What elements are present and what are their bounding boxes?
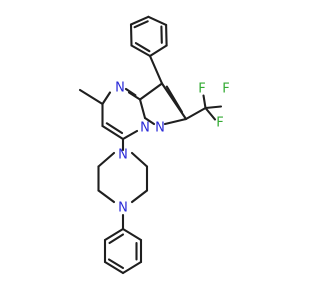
bond bbox=[105, 122, 124, 135]
atom-label-n-piperazine-top: N bbox=[118, 148, 128, 163]
bond bbox=[202, 94, 207, 110]
bond bbox=[147, 15, 168, 26]
bond bbox=[97, 151, 116, 168]
piperazine-ring bbox=[97, 151, 149, 204]
bond bbox=[204, 106, 217, 121]
bond bbox=[130, 44, 152, 58]
atom-label-n-bridgehead: N bbox=[140, 121, 150, 136]
bond bbox=[121, 129, 139, 141]
fused-core bbox=[78, 54, 188, 152]
bond bbox=[103, 260, 125, 275]
bond bbox=[108, 233, 125, 245]
atom-label-n-pyrazole: N bbox=[155, 121, 165, 136]
bond bbox=[148, 44, 168, 58]
bond bbox=[184, 106, 207, 121]
bond bbox=[121, 260, 143, 275]
atom-label-f-top-left: F bbox=[198, 82, 205, 97]
bond bbox=[103, 227, 125, 242]
bond bbox=[97, 189, 116, 204]
bond bbox=[124, 87, 137, 97]
bond bbox=[107, 258, 125, 270]
atom-label-n-pyrimidine: N bbox=[115, 81, 125, 96]
bond bbox=[165, 23, 168, 47]
bond bbox=[129, 23, 133, 47]
bond bbox=[130, 189, 149, 204]
trifluoromethyl-group bbox=[184, 94, 223, 121]
bond bbox=[127, 91, 142, 101]
bond bbox=[78, 88, 104, 106]
bond bbox=[134, 42, 151, 53]
bond bbox=[129, 15, 150, 26]
top-phenyl-ring bbox=[129, 15, 168, 58]
molecule-structure-diagram: N N N N N F F F bbox=[78, 15, 230, 275]
atom-labels: N N N N N F F F bbox=[115, 81, 230, 216]
atom-label-n-piperazine-bottom: N bbox=[118, 201, 128, 216]
bond bbox=[138, 82, 164, 101]
bottom-phenyl-ring bbox=[103, 213, 143, 275]
bond bbox=[163, 117, 188, 126]
bond bbox=[101, 91, 112, 106]
bond bbox=[133, 20, 149, 29]
bond bbox=[160, 82, 188, 121]
bond bbox=[165, 85, 184, 114]
bond bbox=[148, 54, 164, 85]
bond bbox=[130, 151, 149, 168]
atom-label-f-right: F bbox=[216, 116, 223, 131]
bond bbox=[121, 227, 143, 242]
bond bbox=[101, 124, 125, 141]
bond bbox=[143, 116, 156, 126]
atom-label-f-top-right: F bbox=[222, 82, 229, 97]
bond bbox=[204, 105, 223, 110]
bond bbox=[138, 98, 147, 120]
